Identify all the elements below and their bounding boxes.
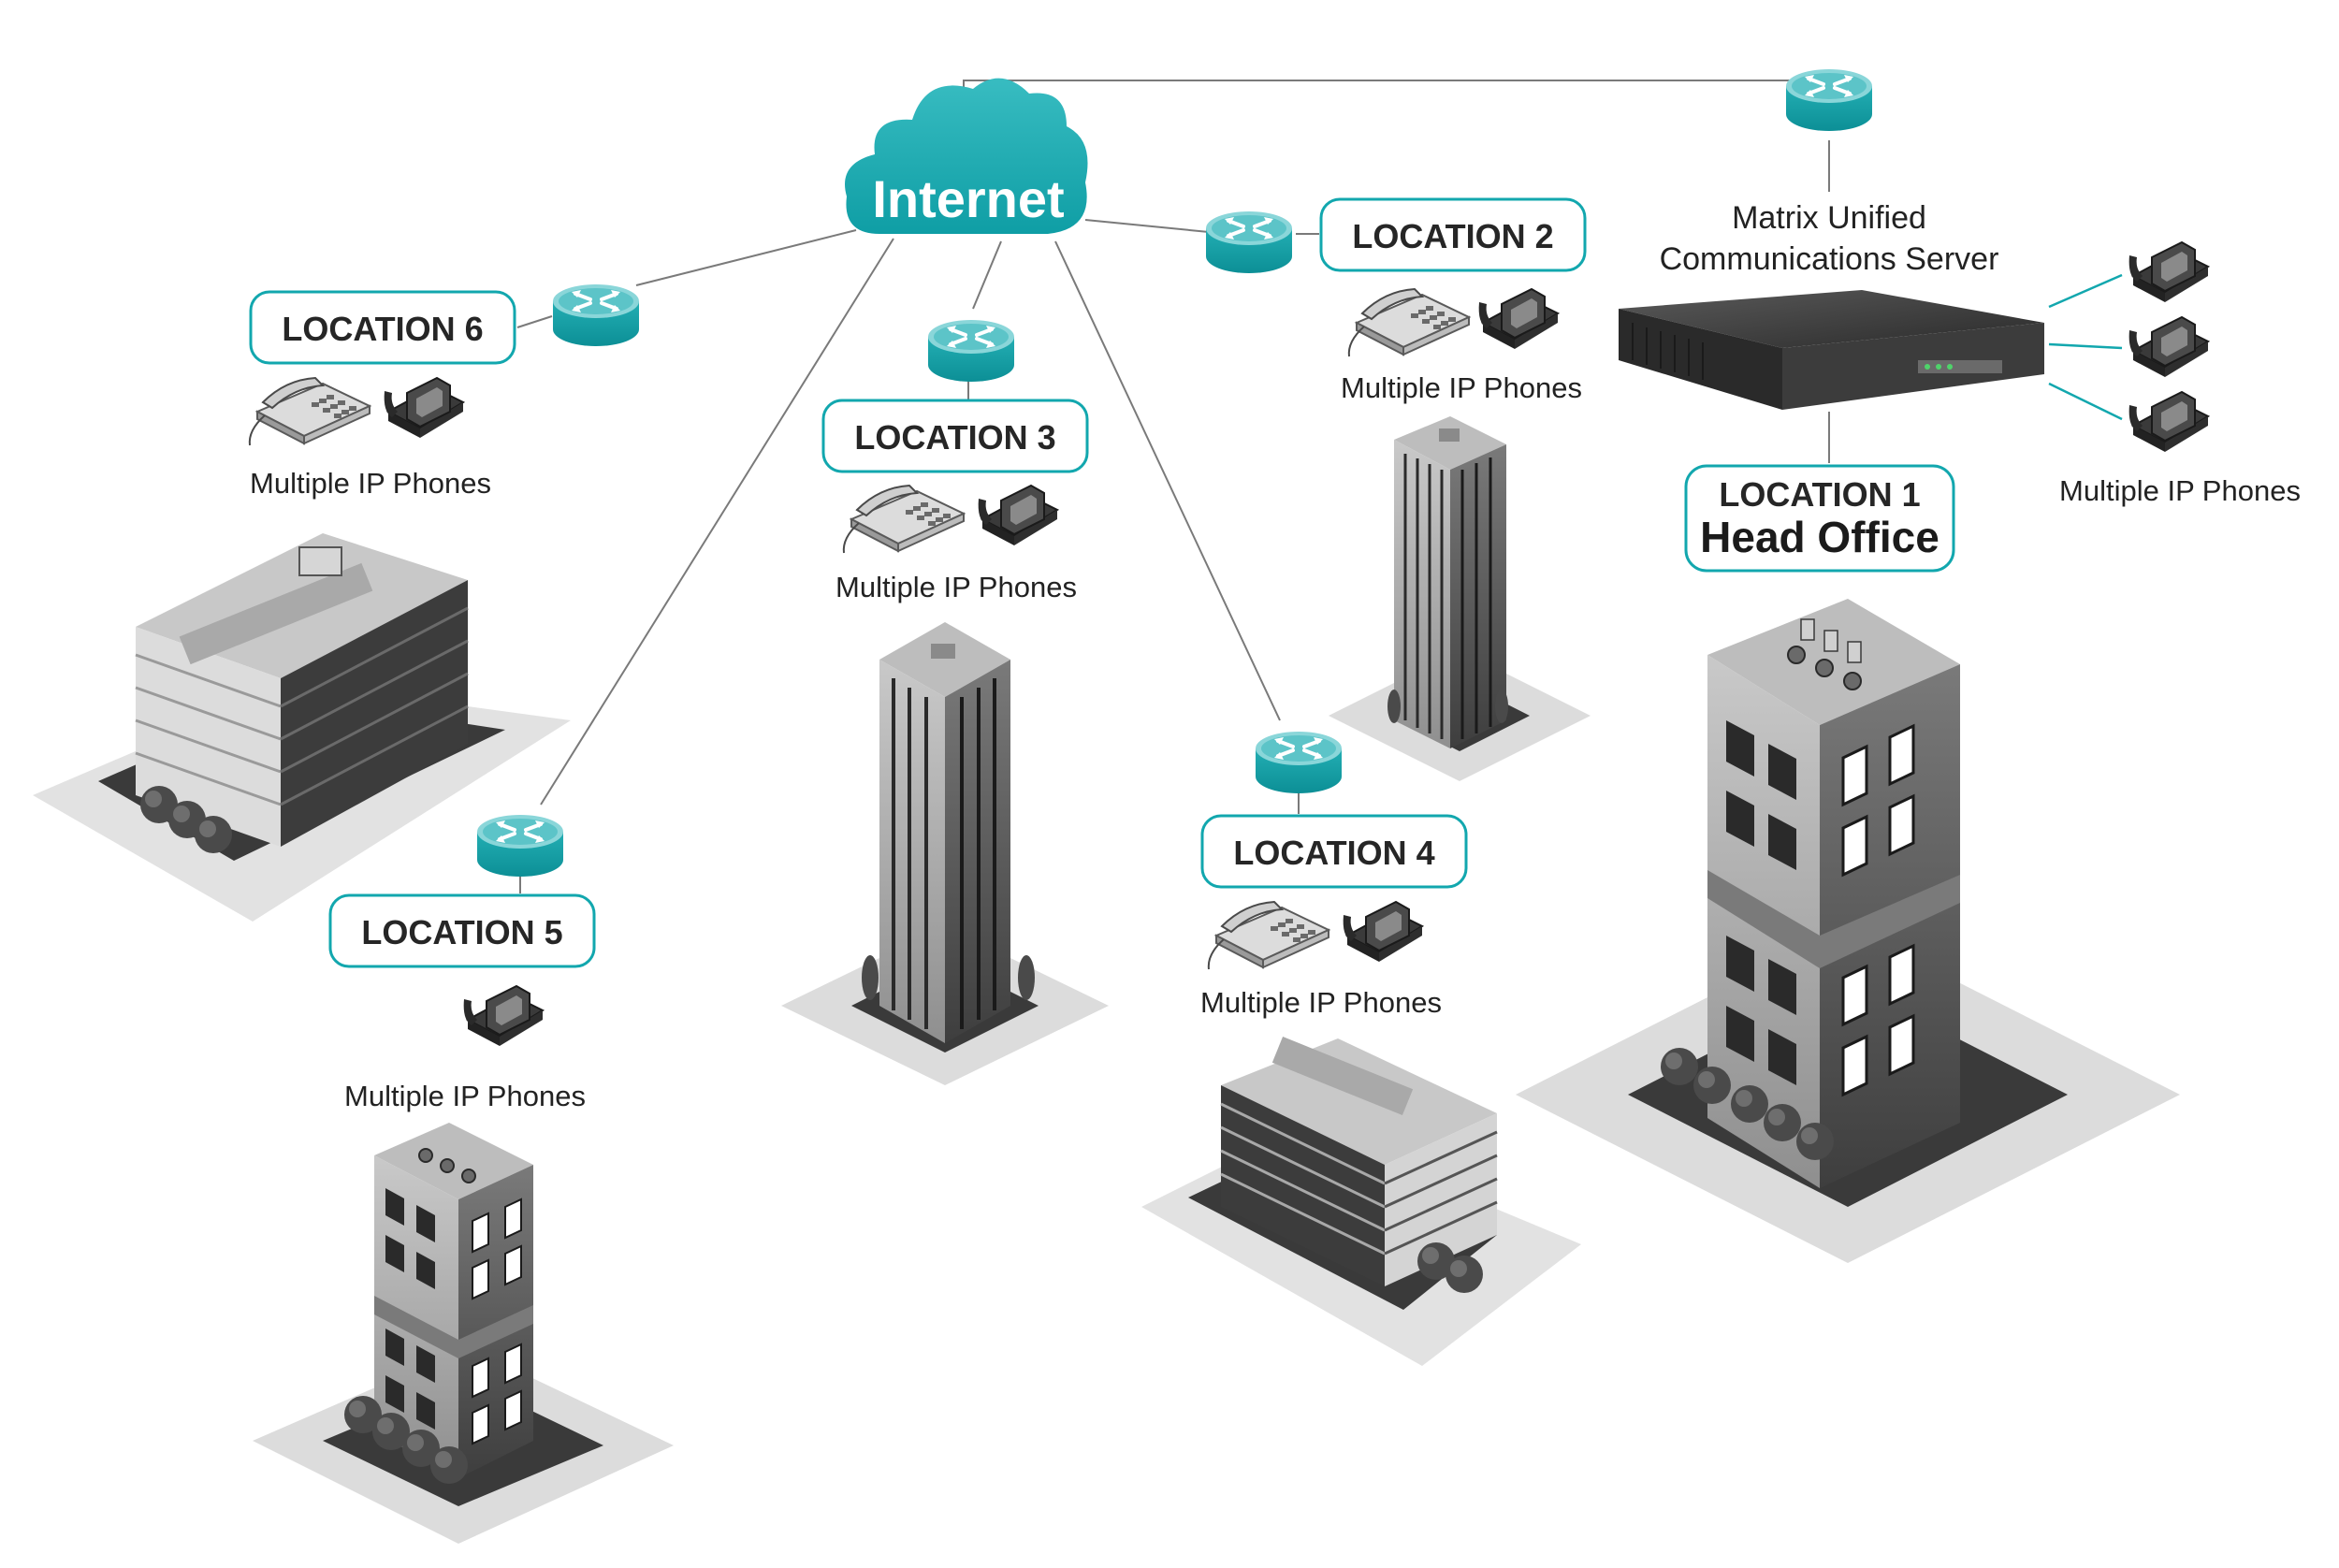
link-cloud-server-router <box>963 80 1830 122</box>
analog-phone-icon <box>248 377 370 446</box>
ip-phone-icon <box>977 485 1058 546</box>
location-3: LOCATION 3 Multiple IP Phones <box>781 399 1109 1085</box>
router-icon-location3 <box>926 318 1016 384</box>
link-server-phone-3 <box>2048 382 2123 421</box>
location-2: LOCATION 2 Multiple IP Phones <box>1319 197 1591 781</box>
server-label-line2: Communications Server <box>1660 241 1999 277</box>
router-icon-location5 <box>475 813 565 878</box>
location-1-box: LOCATION 1 Head Office <box>1684 464 1955 573</box>
analog-phone-icon <box>1347 288 1470 357</box>
location-2-box: LOCATION 2 <box>1319 197 1587 272</box>
location-4-phones-label: Multiple IP Phones <box>1200 986 1442 1019</box>
location-3-box: LOCATION 3 <box>821 399 1089 473</box>
location-3-phones-label: Multiple IP Phones <box>835 571 1077 603</box>
location-1-label: LOCATION 1 <box>1719 475 1920 514</box>
server-label-line1: Matrix Unified <box>1732 200 1926 236</box>
router-icon-location4 <box>1254 730 1344 795</box>
location-2-building-icon <box>1329 416 1591 781</box>
location-3-building-icon <box>781 622 1109 1085</box>
location-5-building-icon <box>253 1123 674 1544</box>
analog-phone-icon <box>842 485 965 554</box>
location-5-label: LOCATION 5 <box>361 913 562 951</box>
location-3-label: LOCATION 3 <box>854 418 1055 457</box>
location-1: LOCATION 1 Head Office <box>1516 464 2180 1263</box>
link-cloud-router4 <box>1054 240 1281 721</box>
link-server-phone-1 <box>2048 273 2123 309</box>
location-5-phones-label: Multiple IP Phones <box>344 1080 586 1112</box>
location-4-box: LOCATION 4 <box>1200 814 1468 889</box>
location-2-phones-label: Multiple IP Phones <box>1341 371 1582 404</box>
ip-phone-icon <box>2128 316 2209 378</box>
location-6-phones-label: Multiple IP Phones <box>250 467 491 500</box>
ip-phone-icon <box>383 377 464 439</box>
ip-phone-icon <box>462 985 544 1047</box>
server-phones-label: Multiple IP Phones <box>2059 474 2301 507</box>
location-5-box: LOCATION 5 <box>328 893 596 968</box>
location-6: LOCATION 6 Multiple IP Phones <box>33 290 571 922</box>
router-icon-location2 <box>1204 210 1294 275</box>
link-router6-location6 <box>516 315 553 328</box>
location-4-building-icon <box>1141 1036 1581 1366</box>
location-4: LOCATION 4 Multiple IP Phones <box>1141 814 1581 1366</box>
location-6-box: LOCATION 6 <box>249 290 516 365</box>
link-cloud-router5 <box>540 238 894 806</box>
ip-phone-icon <box>2128 241 2209 303</box>
link-cloud-router6 <box>635 229 857 286</box>
server-ip-phones: Multiple IP Phones <box>2059 241 2301 507</box>
ip-phone-icon <box>2128 391 2209 453</box>
location-4-label: LOCATION 4 <box>1233 834 1434 872</box>
server-device-icon <box>1619 290 2044 410</box>
router-icon-server <box>1784 67 1874 133</box>
internet-label: Internet <box>872 169 1064 228</box>
ip-phone-icon <box>1342 901 1423 963</box>
location-6-label: LOCATION 6 <box>282 310 483 348</box>
location-1-sublabel: Head Office <box>1700 513 1939 561</box>
link-cloud-router2 <box>1084 219 1210 233</box>
link-server-phone-2 <box>2048 342 2123 350</box>
link-cloud-router3 <box>972 240 1002 310</box>
communications-server: Matrix Unified Communications Server <box>1619 200 2044 410</box>
head-office-building-icon <box>1516 599 2180 1263</box>
router-icon-location6 <box>551 283 641 348</box>
location-6-building-icon <box>33 533 571 922</box>
internet-cloud: Internet <box>845 78 1088 235</box>
ip-phone-icon <box>1477 288 1559 350</box>
location-5: LOCATION 5 Multiple IP Phones <box>253 893 674 1544</box>
analog-phone-icon <box>1207 901 1329 970</box>
location-2-label: LOCATION 2 <box>1352 217 1553 255</box>
